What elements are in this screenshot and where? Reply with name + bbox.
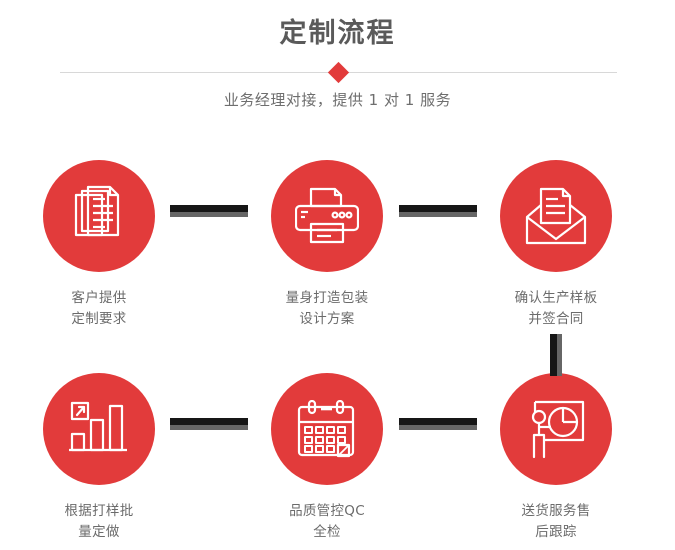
calendar-icon — [297, 400, 357, 458]
connector-1-2 — [170, 205, 248, 217]
flow-step-1-circle[interactable] — [43, 160, 155, 272]
title-divider — [60, 61, 617, 84]
flow-step-2-circle[interactable] — [271, 160, 383, 272]
flow-step-1[interactable]: 客户提供 定制要求 — [14, 160, 184, 330]
flow-step-3[interactable]: 确认生产样板 并签合同 — [471, 160, 641, 330]
flow-step-4-circle[interactable] — [43, 373, 155, 485]
connector-shadow — [557, 334, 562, 376]
page-header: 定制流程 业务经理对接，提供 1 对 1 服务 — [0, 0, 675, 130]
presentation-pie-chart-icon — [525, 398, 587, 460]
flow-step-6-circle[interactable] — [500, 373, 612, 485]
connector-bar — [399, 418, 477, 425]
connector-shadow — [170, 425, 248, 430]
connector-bar — [399, 205, 477, 212]
connector-3-6 — [550, 334, 562, 376]
connector-bar — [170, 418, 248, 425]
flow-step-5-label: 品质管控QC 全检 — [289, 503, 365, 540]
flow-step-3-label: 确认生产样板 并签合同 — [514, 290, 598, 327]
flow-step-6[interactable]: 送货服务售 后跟踪 — [471, 373, 641, 543]
connector-bar — [550, 334, 557, 376]
connector-shadow — [399, 212, 477, 217]
connector-2-3 — [399, 205, 477, 217]
flow-step-5[interactable]: 品质管控QC 全检 — [242, 373, 412, 543]
flow-step-6-label: 送货服务售 后跟踪 — [521, 503, 591, 540]
printer-icon — [295, 186, 359, 246]
page-subtitle: 业务经理对接，提供 1 对 1 服务 — [223, 91, 452, 109]
connector-shadow — [399, 425, 477, 430]
documents-stack-icon — [68, 185, 130, 247]
flow-step-4-label: 根据打样批 量定做 — [64, 503, 134, 540]
envelope-letter-icon — [525, 187, 587, 245]
flow-step-4[interactable]: 根据打样批 量定做 — [14, 373, 184, 543]
flow-step-2-label: 量身打造包装 设计方案 — [285, 290, 369, 327]
page-title: 定制流程 — [279, 18, 396, 49]
flow-step-5-circle[interactable] — [271, 373, 383, 485]
connector-bar — [170, 205, 248, 212]
flow-step-2[interactable]: 量身打造包装 设计方案 — [242, 160, 412, 330]
connector-shadow — [170, 212, 248, 217]
connector-5-6 — [399, 418, 477, 430]
flow-step-1-label: 客户提供 定制要求 — [71, 290, 127, 327]
flow-step-3-circle[interactable] — [500, 160, 612, 272]
connector-4-5 — [170, 418, 248, 430]
bar-chart-growth-icon — [69, 400, 129, 458]
